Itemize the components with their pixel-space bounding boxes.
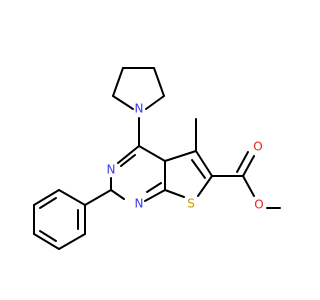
bond (112, 95, 134, 110)
bond (117, 145, 140, 164)
bond (84, 189, 112, 206)
atom-label-oxygen: O (253, 140, 262, 154)
bond (112, 67, 124, 97)
bond (39, 230, 57, 242)
bond (195, 150, 213, 177)
bond (33, 189, 60, 206)
bond (110, 189, 125, 200)
atom-label-nitrogen: N (107, 163, 116, 177)
bond (144, 189, 166, 202)
phenyl-ring (33, 189, 86, 250)
background (0, 0, 300, 300)
atom-label-sulfur: S (187, 197, 195, 211)
pyrrolidine-ring (112, 67, 165, 110)
bond (145, 95, 165, 110)
bond (146, 182, 162, 193)
bond (164, 189, 185, 198)
bond (197, 175, 213, 197)
thiophene-ring (164, 150, 213, 198)
bond (39, 197, 57, 209)
bond (138, 145, 166, 162)
bond (58, 189, 86, 206)
chemical-structure: N N N S O O (0, 0, 300, 300)
bond (58, 233, 86, 250)
methyl-ester-group (211, 151, 281, 209)
pyrimidine-ring (110, 145, 166, 202)
bond (164, 150, 197, 162)
bond (120, 154, 136, 167)
bond (191, 159, 206, 179)
bond (33, 233, 60, 250)
atom-label-nitrogen: N (135, 102, 144, 116)
bond (242, 175, 255, 197)
bond (153, 67, 165, 97)
bond (236, 151, 249, 173)
atom-label-nitrogen: N (135, 197, 144, 211)
bond (242, 155, 255, 177)
atom-label-oxygen: O (254, 198, 263, 212)
